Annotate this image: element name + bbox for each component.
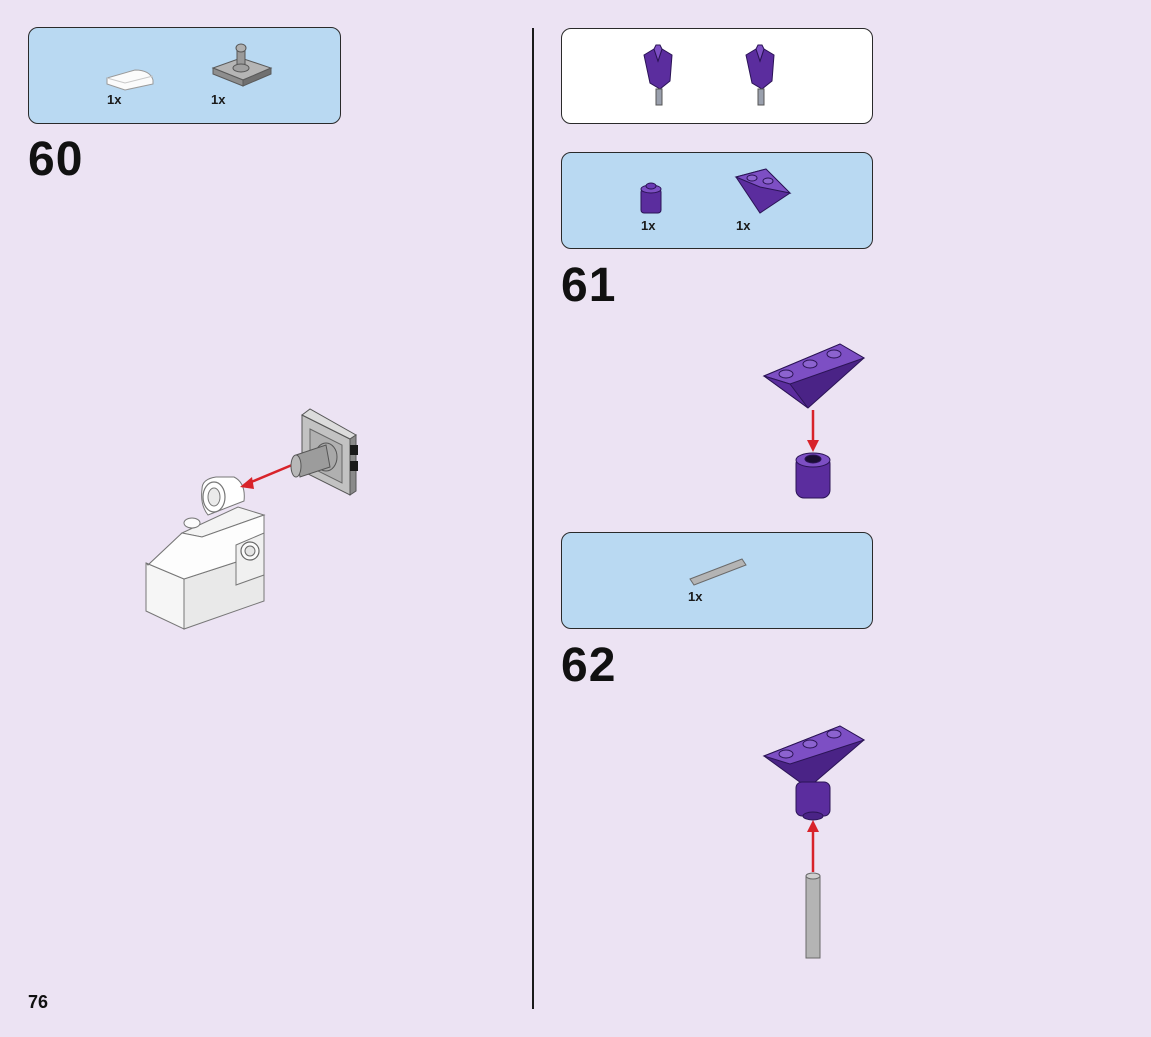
step61-subassembly-box (561, 28, 873, 124)
step61-parts-box: 1x 1x (561, 152, 873, 249)
purple-round-brick-icon (640, 182, 662, 214)
gray-plate-with-joint-icon (211, 43, 273, 87)
part-qty: 1x (641, 218, 656, 233)
step-number: 60 (28, 133, 84, 186)
page-number: 76 (28, 992, 49, 1012)
step60-assembly-illustration (145, 408, 358, 630)
part-qty: 1x (107, 92, 122, 107)
part-qty: 1x (736, 218, 751, 233)
step62-parts-box: 1x (561, 532, 873, 629)
step61-assembly-illustration (762, 343, 866, 499)
purple-clip-piece-icon (745, 44, 775, 106)
purple-clip-piece-icon (643, 44, 673, 106)
step-number: 61 (561, 259, 617, 312)
gray-bar-icon (689, 558, 747, 586)
part-qty: 1x (211, 92, 226, 107)
column-divider (532, 28, 534, 1009)
part-qty: 1x (688, 589, 703, 604)
step62-assembly-illustration (762, 725, 866, 959)
white-curved-slope-tile-icon (106, 69, 154, 91)
purple-inverted-slope-icon (734, 168, 792, 214)
step-number: 62 (561, 639, 617, 692)
step60-parts-box: 1x 1x (28, 27, 341, 124)
